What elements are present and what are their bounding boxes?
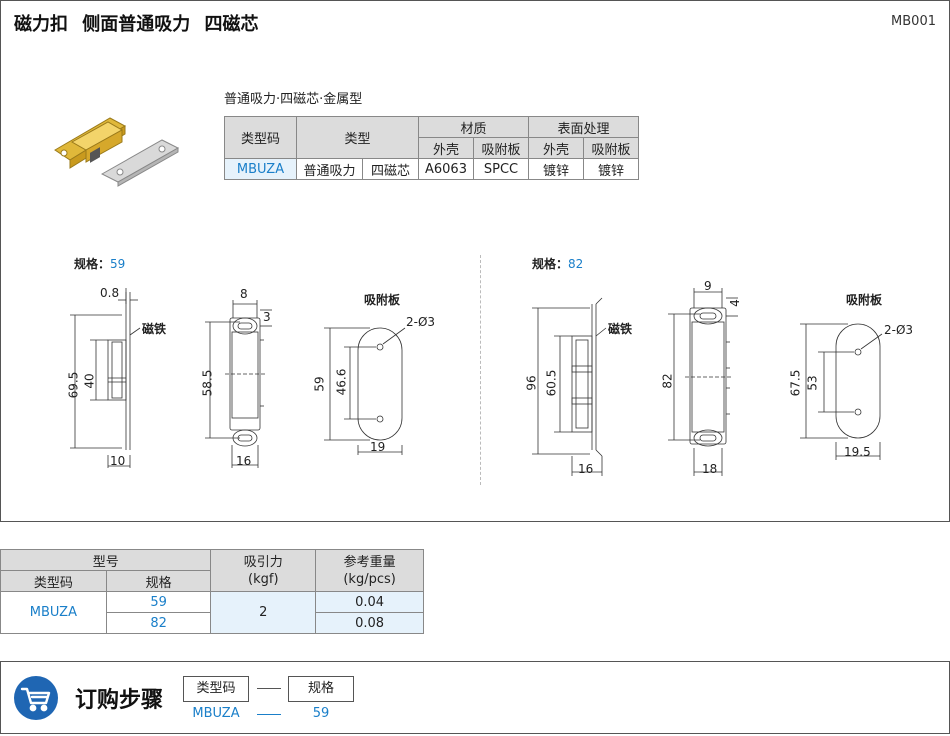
plate-material-cell: SPCC — [473, 158, 529, 180]
dim-total-height-59: 69.5 — [66, 371, 81, 399]
step-separator — [257, 688, 281, 689]
weight-header-line-2: (kg/pcs) — [343, 571, 396, 587]
weight-header: 参考重量 (kg/pcs) — [315, 549, 424, 592]
drawing-82 — [532, 288, 883, 476]
dim-offset-82: 4 — [727, 299, 742, 307]
type-header: 类型 — [296, 116, 419, 159]
order-steps-panel: 订购步骤 类型码 规格 MBUZA 59 — [0, 661, 950, 734]
size-label-text: 规格： — [74, 257, 111, 271]
order-size-2: 82 — [105, 612, 212, 634]
type-code-header: 类型码 — [224, 116, 297, 159]
dim-thickness-59: 0.8 — [100, 286, 120, 300]
size-value: 59 — [110, 257, 126, 271]
hole-label-82: 2-Ø3 — [884, 323, 914, 337]
spec-caption: 普通吸力·四磁芯·金属型 — [224, 92, 363, 107]
step-type-code-box: 类型码 — [183, 676, 249, 702]
product-image — [54, 117, 180, 187]
type-cell-2: 四磁芯 — [362, 158, 419, 180]
drawing-59 — [70, 288, 406, 468]
surface-header: 表面处理 — [528, 116, 639, 138]
weight-header-line-1: 参考重量 — [343, 554, 396, 570]
plate-material-header: 吸附板 — [473, 137, 529, 159]
plate-surface-header: 吸附板 — [583, 137, 639, 159]
step-size-box: 规格 — [288, 676, 354, 702]
plate-label-82: 吸附板 — [846, 293, 883, 307]
order-force: 2 — [210, 591, 317, 634]
page-title: 磁力扣 侧面普通吸力 四磁芯 — [14, 14, 259, 35]
shell-material-cell: A6063 — [418, 158, 474, 180]
dim-body-height-82: 82 — [660, 373, 675, 389]
force-header-line-1: 吸引力 — [243, 554, 283, 570]
dim-plate-height-59: 59 — [312, 376, 327, 392]
type-code-cell: MBUZA — [224, 158, 297, 180]
shell-material-header: 外壳 — [418, 137, 474, 159]
plate-label-59: 吸附板 — [364, 293, 401, 307]
size-label-82: 规格：82 — [532, 255, 583, 272]
dim-top-width-59: 8 — [240, 287, 248, 301]
dim-plate-height-82: 67.5 — [788, 369, 803, 397]
shell-surface-cell: 镀锌 — [528, 158, 584, 180]
plate-surface-cell: 镀锌 — [583, 158, 639, 180]
dim-core-height-82: 60.5 — [544, 369, 559, 397]
drawing-divider — [480, 255, 481, 485]
size-label-59: 规格：59 — [74, 255, 125, 272]
shell-surface-header: 外壳 — [528, 137, 584, 159]
order-weight-1: 0.04 — [315, 591, 424, 613]
dim-plate-pitch-59: 46.6 — [334, 368, 349, 396]
force-header: 吸引力 (kgf) — [210, 549, 317, 592]
order-weight-2: 0.08 — [315, 612, 424, 634]
dim-base-width-82: 16 — [578, 462, 594, 476]
dim-plate-width-82: 19.5 — [844, 445, 871, 459]
spec-table: 类型码 类型 材质 表面处理 外壳 吸附板 外壳 吸附板 MBUZA 普通吸力 … — [224, 116, 639, 180]
type-code-header: 类型码 — [0, 570, 107, 592]
dim-base-width-59: 10 — [110, 454, 126, 468]
step-value-separator — [257, 714, 281, 715]
cart-icon — [14, 676, 58, 720]
dim-plate-pitch-82: 53 — [805, 375, 820, 391]
order-table: 型号 吸引力 (kgf) 参考重量 (kg/pcs) 类型码 规格 MBUZA … — [0, 549, 424, 634]
order-size-1: 59 — [105, 591, 212, 613]
dim-offset-59: 3 — [263, 310, 271, 324]
model-header: 型号 — [0, 549, 212, 571]
magnet-label-82: 磁铁 — [608, 322, 633, 336]
type-cell-1: 普通吸力 — [296, 158, 363, 180]
product-code: MB001 — [891, 14, 936, 29]
dim-core-height-59: 40 — [82, 373, 97, 389]
order-type-code: MBUZA — [0, 591, 107, 634]
step-size-value: 59 — [312, 706, 330, 721]
dim-top-width-82: 9 — [704, 279, 712, 293]
order-steps-title: 订购步骤 — [75, 688, 164, 713]
magnet-label-59: 磁铁 — [142, 322, 167, 336]
dim-body-width-59: 16 — [236, 454, 252, 468]
force-header-line-2: (kgf) — [248, 571, 279, 587]
dim-body-width-82: 18 — [702, 462, 718, 476]
step-type-code-value: MBUZA — [192, 706, 240, 721]
material-header: 材质 — [418, 116, 529, 138]
size-header: 规格 — [105, 570, 212, 592]
dim-body-height-59: 58.5 — [200, 369, 215, 397]
hole-label-59: 2-Ø3 — [406, 315, 436, 329]
size-value: 82 — [568, 257, 584, 271]
dim-plate-width-59: 19 — [370, 440, 386, 454]
size-label-text: 规格： — [532, 257, 569, 271]
dim-total-height-82: 96 — [524, 375, 539, 391]
